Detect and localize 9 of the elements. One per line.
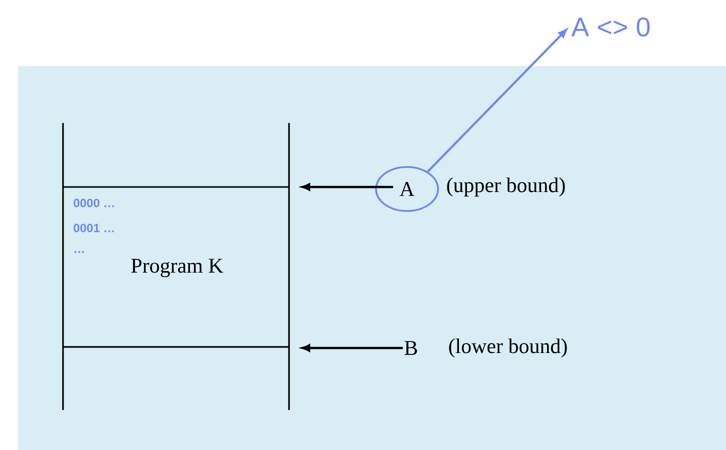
- bound-label: (upper bound): [447, 177, 565, 196]
- bound-label: B: [404, 341, 417, 355]
- condition-label: A <> 0: [571, 17, 650, 37]
- arrow: [426, 29, 567, 172]
- arrow: [302, 344, 403, 352]
- memory-region: 0000 … 0001 … … Program K: [62, 123, 290, 410]
- arrow: [302, 183, 394, 191]
- circled-label: A: [375, 166, 439, 212]
- bound-label: (lower bound): [449, 338, 567, 358]
